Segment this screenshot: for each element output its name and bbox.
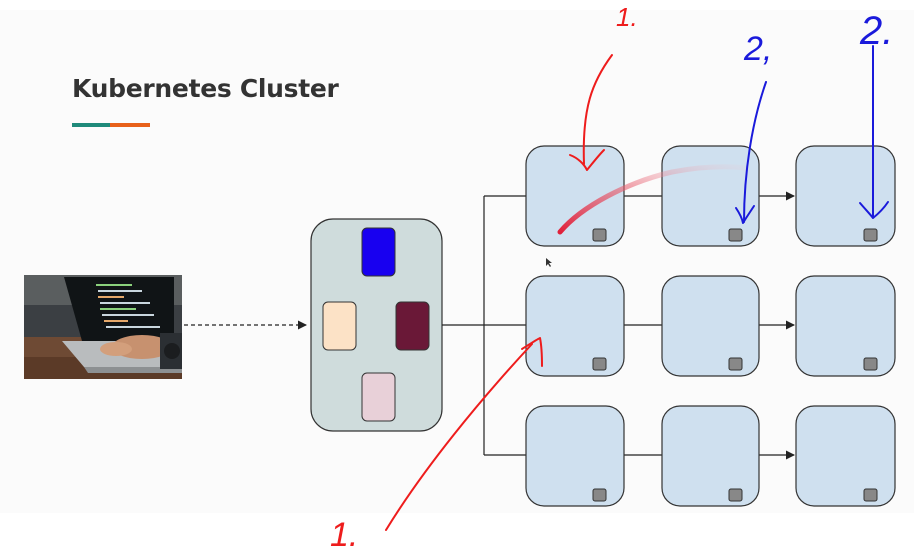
node-box: [525, 145, 625, 247]
node-r1-c3: [795, 145, 896, 247]
node-box: [525, 405, 625, 507]
laptop-photo: [24, 275, 182, 379]
slide-title: Kubernetes Cluster: [72, 74, 339, 103]
node-r2-c3: [795, 275, 896, 377]
control-plane: [310, 218, 443, 432]
node-r2-c2: [661, 275, 760, 377]
title-underline-teal: [72, 123, 110, 127]
blue-component: [361, 227, 396, 277]
node-box: [661, 145, 760, 247]
node-port: [863, 357, 878, 371]
node-box: [661, 405, 760, 507]
burgundy-component: [395, 301, 430, 351]
node-port: [728, 488, 743, 502]
node-r3-c2: [661, 405, 760, 507]
title-underline: [72, 123, 150, 127]
node-box: [525, 275, 625, 377]
node-port: [592, 228, 607, 242]
title-underline-orange: [110, 123, 150, 127]
pink-component: [361, 372, 396, 422]
node-port: [863, 228, 878, 242]
node-port: [592, 488, 607, 502]
node-r3-c3: [795, 405, 896, 507]
peach-component: [322, 301, 357, 351]
node-r3-c1: [525, 405, 625, 507]
node-box: [795, 275, 896, 377]
node-r2-c1: [525, 275, 625, 377]
node-r1-c1: [525, 145, 625, 247]
node-box: [795, 405, 896, 507]
node-box: [661, 275, 760, 377]
node-port: [863, 488, 878, 502]
node-r1-c2: [661, 145, 760, 247]
node-box: [795, 145, 896, 247]
worker-nodes: [525, 145, 896, 507]
node-port: [592, 357, 607, 371]
mouse-pointer-icon: [546, 258, 552, 267]
node-port: [728, 357, 743, 371]
node-port: [728, 228, 743, 242]
